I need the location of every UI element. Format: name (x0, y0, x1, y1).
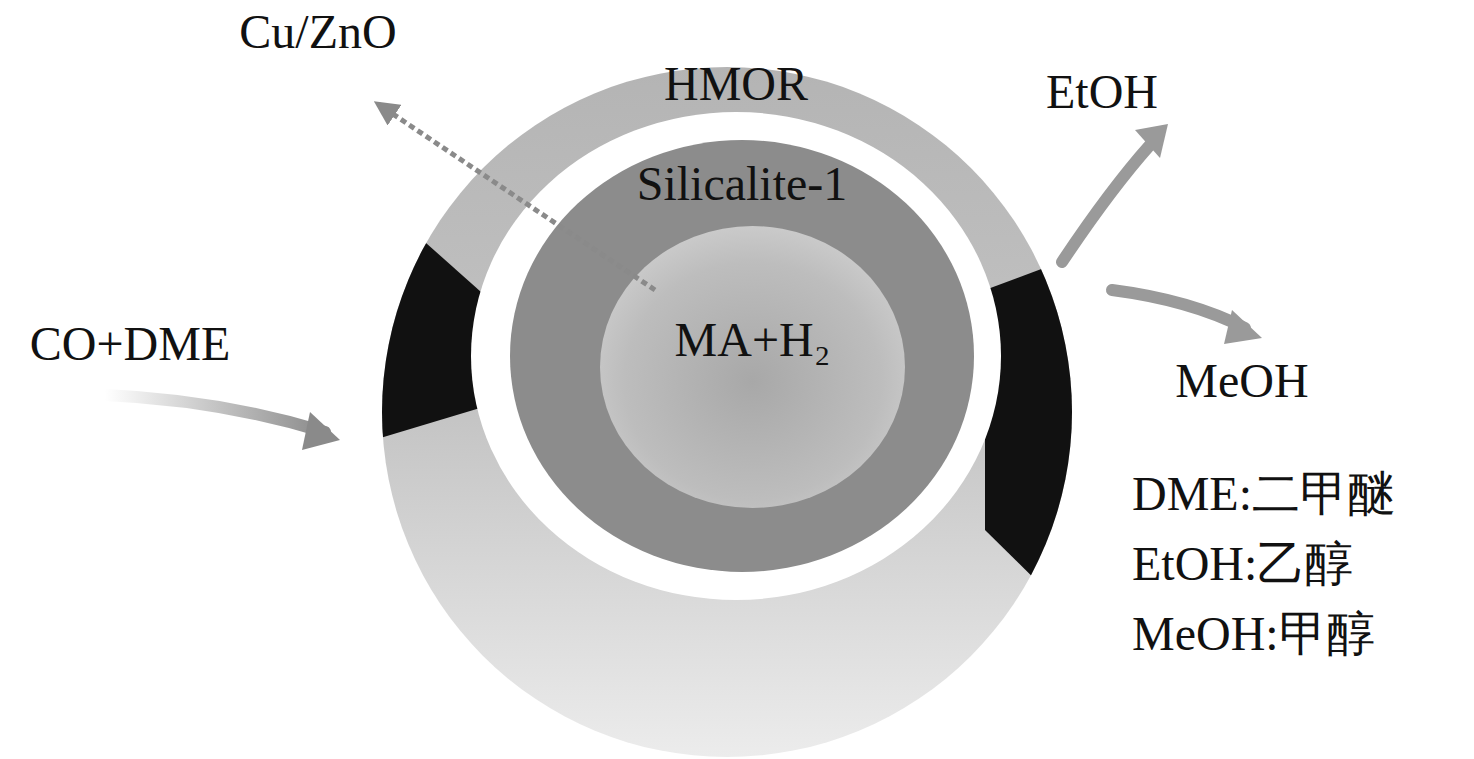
node-text: Silicalite-1 (637, 158, 848, 211)
core-sphere-outline (600, 226, 905, 508)
silicalite-shell: Silicalite-1MA+H₂ (510, 140, 974, 572)
glossary-line: DME:二甲醚 (1132, 468, 1396, 521)
core-sphere-fill (600, 226, 905, 508)
glossary-line: EtOH:乙醇 (1132, 538, 1353, 591)
feed-arrow-head (302, 412, 340, 450)
product-label: EtOH (1046, 66, 1158, 119)
node-text: MA+H₂ (675, 314, 831, 367)
feed-arrow (105, 395, 325, 432)
black-patch (985, 262, 1110, 615)
black-patch (340, 215, 490, 450)
component-label: Cu/ZnO (239, 6, 396, 59)
hmor-ring-fill (471, 112, 1001, 600)
core-sphere: MA+H₂ (600, 226, 905, 508)
product-label: MeOH (1175, 355, 1308, 408)
feed-label: CO+DME (30, 318, 230, 371)
outer-shell (382, 67, 1072, 757)
product-arrow-head (1224, 310, 1262, 344)
silicalite-shell-fill (510, 140, 974, 572)
product-arrow-head (1135, 124, 1168, 158)
glossary-line: MeOH:甲醇 (1132, 608, 1375, 661)
product-arrow (1062, 145, 1150, 262)
hmor-ring: HMORSilicalite-1MA+H₂ (471, 112, 1001, 600)
dashed-leader (378, 104, 655, 290)
product-arrow (1112, 290, 1245, 328)
node-text: HMOR (664, 58, 808, 111)
